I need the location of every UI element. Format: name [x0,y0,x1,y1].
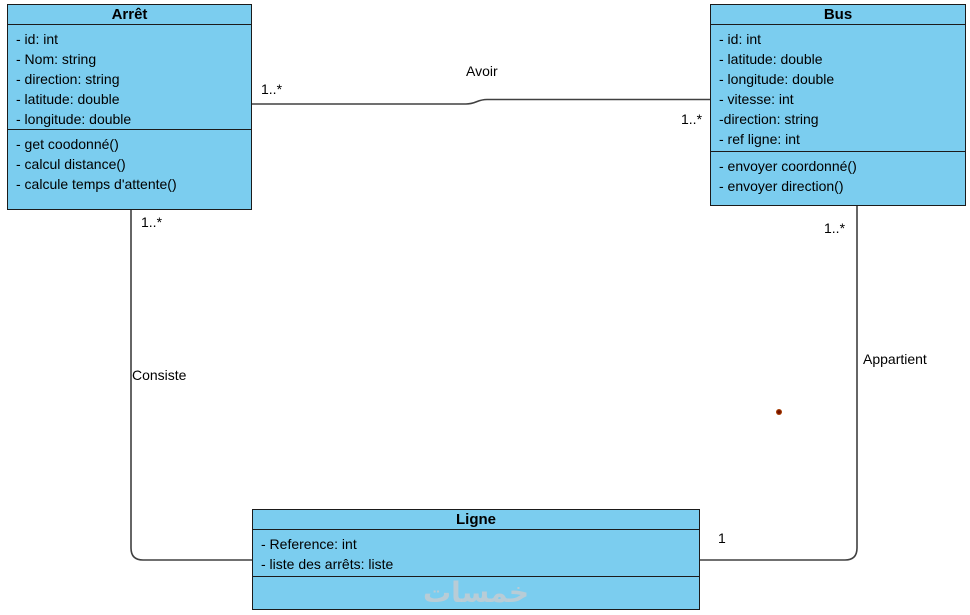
association-label-appartient: Appartient [863,351,927,367]
class-member: -direction: string [719,111,819,127]
class-member: - longitude: double [719,71,835,87]
class-member: - envoyer direction() [719,178,844,194]
association-line-appartient [700,206,858,561]
class-member: - ref ligne: int [719,131,800,147]
multiplicity-appartient-ligne: 1 [718,530,726,546]
class-ligne-title: Ligne [253,510,699,530]
class-member: - direction: string [16,71,120,87]
class-bus-methods: - envoyer coordonné() - envoyer direction… [711,152,965,205]
class-member: - latitude: double [16,91,120,107]
class-member: - latitude: double [719,51,823,67]
class-arret[interactable]: Arrêt - id: int - Nom: string - direction:… [7,4,252,210]
multiplicity-appartient-bus: 1..* [824,220,846,236]
class-member: - envoyer coordonné() [719,158,857,174]
watermark-text: خمسات [422,577,530,608]
class-bus-title: Bus [711,5,965,25]
class-arret-attributes: - id: int - Nom: string - direction: strin… [8,25,251,130]
association-line-avoir [252,98,710,105]
multiplicity-avoir-arret: 1..* [261,81,283,97]
class-member: - calcule temps d'attente() [16,176,177,192]
class-member: - vitesse: int [719,91,794,107]
stray-dot [776,409,782,415]
class-member: - id: int [719,31,762,47]
class-member: - id: int [16,31,59,47]
multiplicity-avoir-bus: 1..* [681,111,703,127]
class-bus-attributes: - id: int - latitude: double - longitude: … [711,25,965,152]
class-member: - calcul distance() [16,156,126,172]
association-label-avoir: Avoir [466,63,498,79]
class-member: - get coodonné() [16,136,119,152]
multiplicity-consiste-arret: 1..* [141,214,163,230]
class-member: - liste des arrêts: liste [261,556,394,572]
association-label-consiste: Consiste [132,367,187,383]
class-arret-title: Arrêt [8,5,251,25]
class-bus[interactable]: Bus - id: int - latitude: double - longitu… [710,4,966,206]
class-arret-methods: - get coodonné() - calcul distance() - cal… [8,130,251,209]
class-ligne-attributes: - Reference: int - liste des arrêts: list… [253,530,699,577]
class-ligne-methods: خمسات [253,577,699,609]
association-line-consiste [130,210,252,561]
class-ligne[interactable]: Ligne - Reference: int - liste des arrêts… [252,509,700,610]
class-member: - Nom: string [16,51,97,67]
class-member: - longitude: double [16,111,132,127]
class-member: - Reference: int [261,536,357,552]
